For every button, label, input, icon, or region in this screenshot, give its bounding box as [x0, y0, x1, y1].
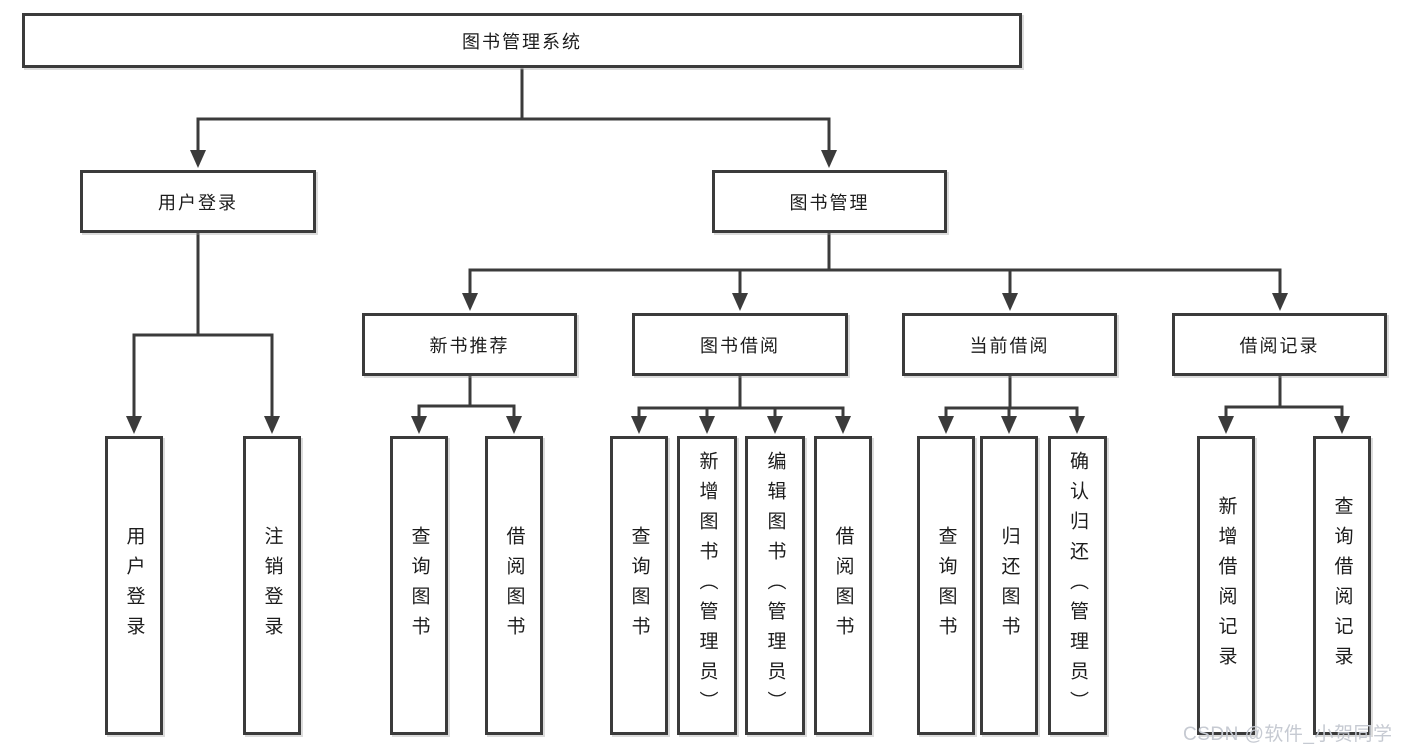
node-label: 查询图书	[408, 525, 430, 646]
leaf-user-login: 用户登录	[105, 436, 163, 735]
node-root-system: 图书管理系统	[22, 13, 1022, 68]
node-label: 借阅记录	[1239, 335, 1320, 356]
leaf-logout: 注销登录	[243, 436, 301, 735]
node-label: 查询图书	[628, 525, 650, 646]
node-label: 图书管理系统	[462, 31, 582, 52]
node-user-login: 用户登录	[80, 170, 316, 233]
node-book-borrowing: 图书借阅	[632, 313, 848, 376]
node-label: 当前借阅	[969, 335, 1050, 356]
node-label: 注销登录	[261, 525, 283, 646]
node-current-borrowing: 当前借阅	[902, 313, 1117, 376]
node-new-book-recommend: 新书推荐	[362, 313, 577, 376]
leaf-borrowing-edit-book-admin: 编辑图书（管理员）	[745, 436, 805, 735]
node-label: 新书推荐	[429, 335, 510, 356]
leaf-borrowing-query-book: 查询图书	[610, 436, 668, 735]
node-label: 借阅图书	[832, 525, 854, 646]
node-label: 用户登录	[158, 192, 238, 213]
leaf-current-return-book: 归还图书	[980, 436, 1038, 735]
connector-user-login-children	[126, 231, 280, 434]
leaf-recommend-query-book: 查询图书	[390, 436, 448, 735]
connector-new-book-recommend-children	[411, 374, 522, 434]
leaf-borrowing-borrow-book: 借阅图书	[814, 436, 872, 735]
connector-current-borrowing-children	[938, 375, 1085, 434]
node-book-management: 图书管理	[712, 170, 947, 233]
node-label: 图书管理	[789, 192, 870, 213]
leaf-recommend-borrow-book: 借阅图书	[485, 436, 543, 735]
leaf-records-query-record: 查询借阅记录	[1313, 436, 1371, 735]
leaf-borrowing-add-book-admin: 新增图书（管理员）	[677, 436, 737, 735]
node-label: 图书借阅	[700, 335, 780, 356]
node-label: 借阅图书	[503, 525, 525, 646]
connector-borrowing-records-children	[1218, 375, 1350, 434]
node-label: 新增图书（管理员）	[696, 450, 718, 721]
connector-root-to-level2	[190, 68, 837, 168]
node-label: 确认归还（管理员）	[1067, 450, 1088, 721]
connector-book-borrowing-children	[631, 375, 851, 434]
leaf-records-add-record: 新增借阅记录	[1197, 436, 1255, 735]
connector-book-management-children	[462, 231, 1288, 311]
csdn-watermark: CSDN @软件_小贺同学	[1183, 724, 1393, 745]
node-borrowing-records: 借阅记录	[1172, 313, 1387, 376]
node-label: 新增借阅记录	[1215, 495, 1237, 676]
node-label: 查询借阅记录	[1331, 495, 1353, 676]
node-label: 用户登录	[123, 525, 145, 646]
node-label: 归还图书	[998, 525, 1020, 646]
leaf-current-query-book: 查询图书	[917, 436, 975, 735]
leaf-current-confirm-return-admin: 确认归还（管理员）	[1048, 436, 1107, 735]
node-label: 查询图书	[935, 525, 957, 646]
node-label: 编辑图书（管理员）	[764, 450, 786, 721]
